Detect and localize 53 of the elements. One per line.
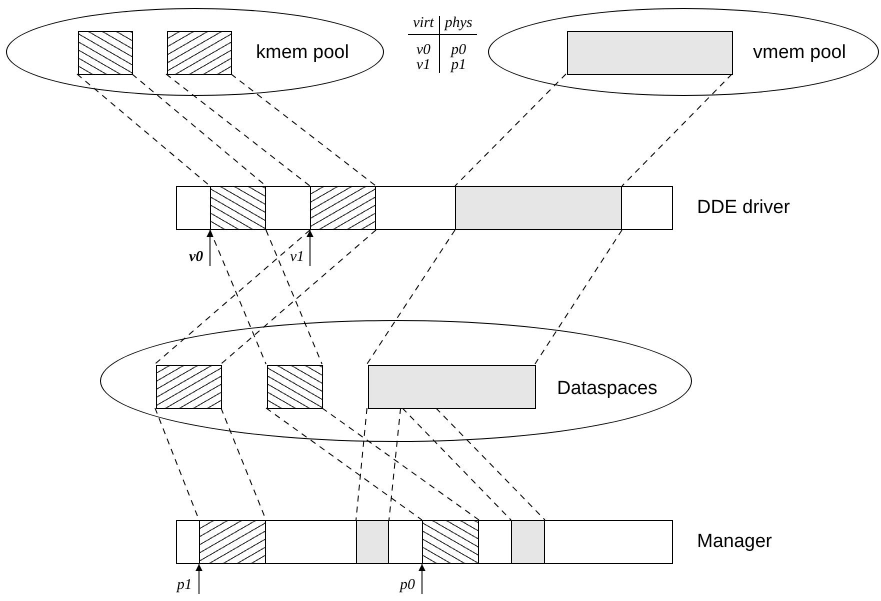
region-label: DDE driver: [697, 198, 790, 217]
pointer-label: v0: [189, 250, 204, 265]
table-value: p0: [451, 42, 466, 58]
mapping-line: [166, 74, 310, 186]
hatched-block: [422, 520, 479, 564]
mapping-line: [402, 408, 512, 520]
column-header: phys: [444, 15, 472, 31]
mapping-line: [76, 74, 210, 186]
region-label: Manager: [697, 532, 772, 551]
shaded-block: [368, 365, 536, 409]
pointer-label: p0: [400, 578, 415, 593]
mapping-line: [322, 408, 480, 520]
hatched-block: [267, 365, 323, 409]
shaded-block: [356, 520, 389, 564]
pool-ellipse: [6, 8, 384, 96]
hatched-block: [199, 520, 266, 564]
shaded-block: [511, 520, 545, 564]
hatched-block: [167, 31, 232, 75]
table-value: v0: [416, 42, 430, 58]
shaded-block: [455, 186, 622, 230]
hatched-block: [310, 186, 376, 230]
pointer-label: v1: [290, 250, 304, 265]
pointer-label: p1: [177, 578, 192, 593]
hatched-block: [78, 31, 133, 75]
mapping-line: [454, 74, 566, 186]
mapping-line: [366, 230, 456, 364]
mapping-line: [388, 408, 402, 520]
table-value: v1: [416, 57, 430, 73]
hatched-block: [210, 186, 266, 230]
pool-ellipse: [488, 8, 879, 96]
pool-ellipse: [100, 320, 692, 442]
pointer-arrow: [306, 230, 314, 266]
column-header: virt: [413, 15, 434, 31]
region-label: kmem pool: [256, 43, 349, 62]
mapping-line: [356, 408, 368, 520]
region-label: Dataspaces: [557, 379, 658, 398]
region-label: vmem pool: [753, 43, 846, 62]
pointer-arrow: [418, 564, 426, 594]
pointer-arrow: [196, 564, 202, 594]
mapping-line: [210, 230, 266, 364]
mapping-line: [622, 74, 732, 186]
mapping-line: [230, 74, 376, 186]
mapping-line: [154, 230, 310, 364]
pointer-arrow: [206, 230, 214, 266]
mapping-line: [266, 408, 422, 520]
mapping-line: [132, 74, 266, 186]
mapping-line: [534, 230, 622, 364]
mapping-line: [266, 230, 322, 364]
table-value: p1: [451, 57, 466, 73]
hatched-block: [156, 365, 222, 409]
mapping-line: [220, 230, 376, 364]
mapping-line: [435, 408, 546, 520]
shaded-block: [567, 31, 733, 75]
